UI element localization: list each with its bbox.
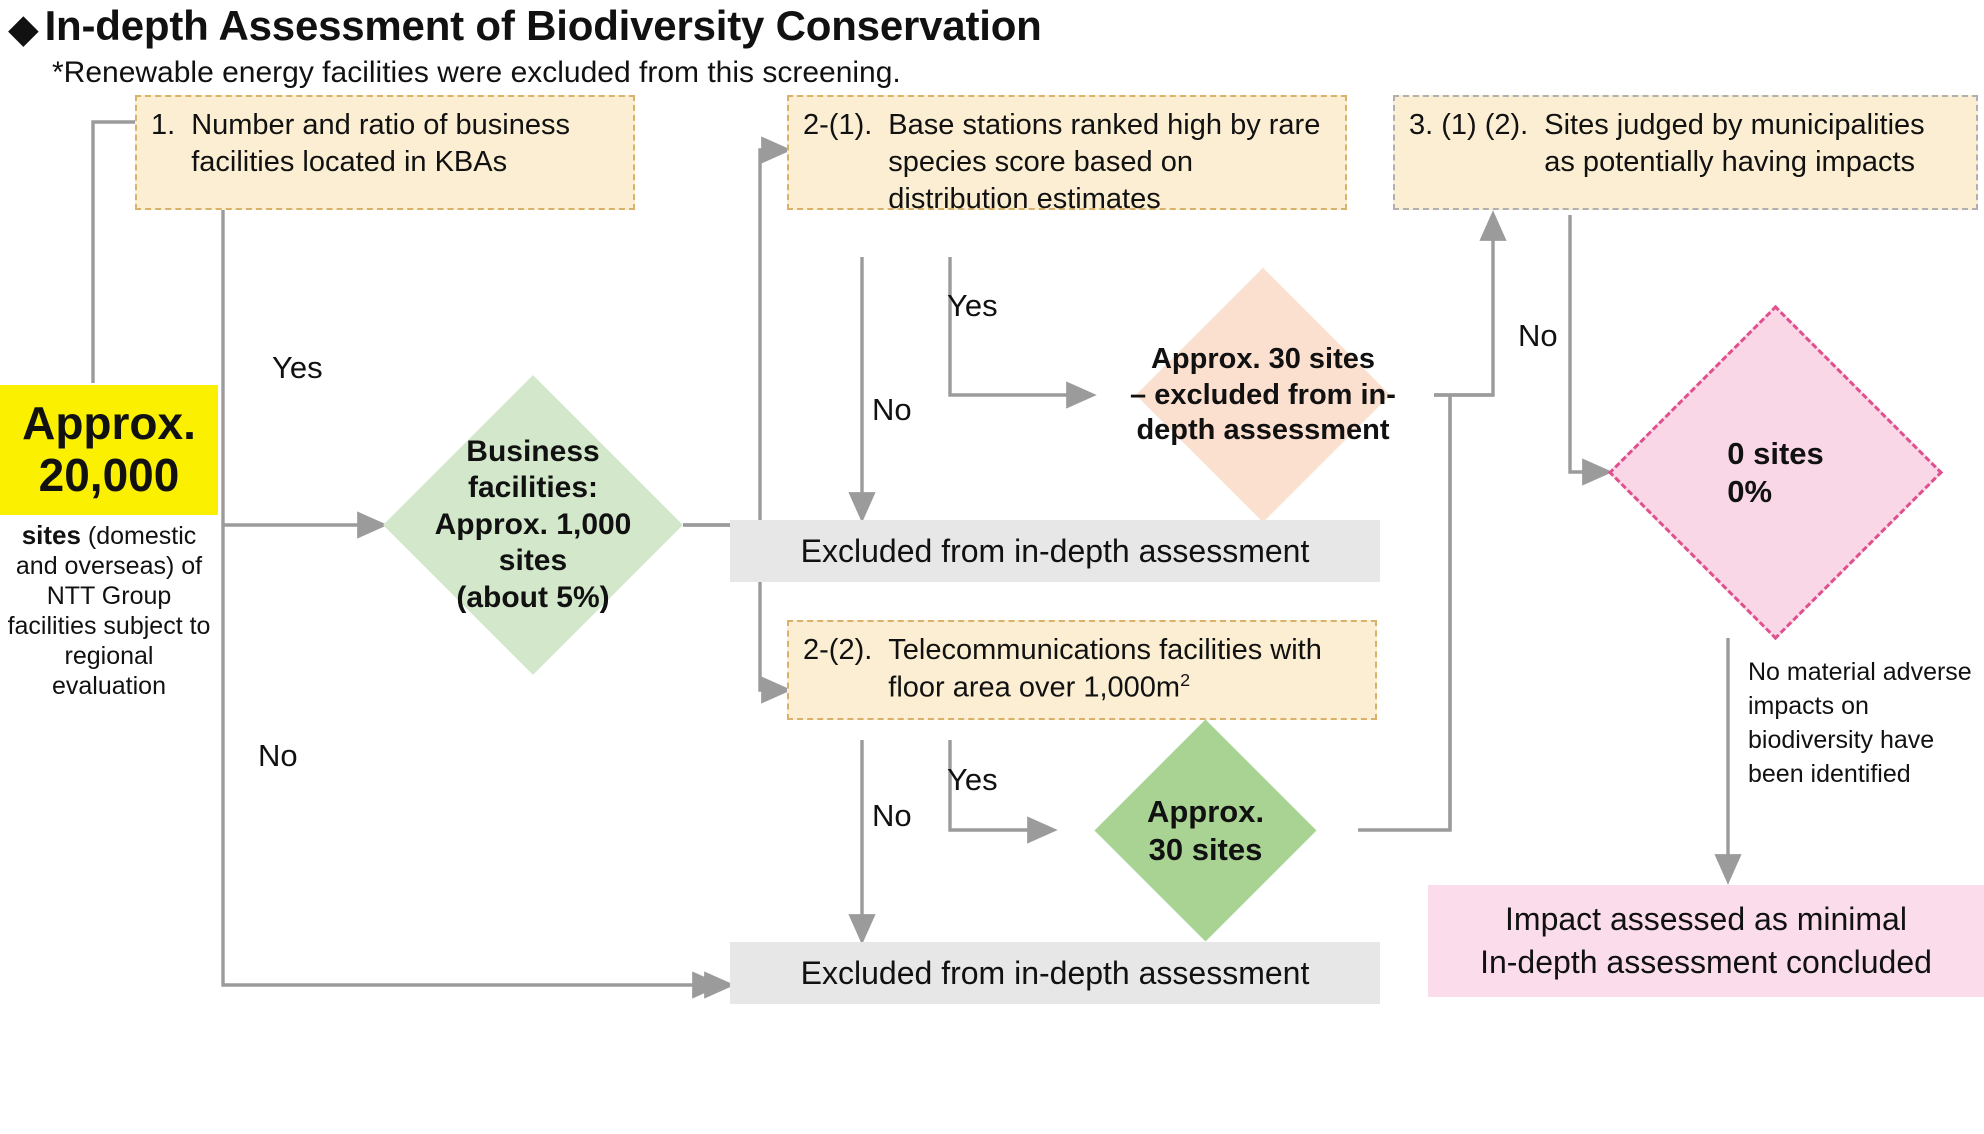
step-1-number: 1.: [151, 109, 176, 141]
zero-sites-line1: 0 sites: [1727, 435, 1824, 471]
excluded-lower-label: Excluded from in-depth assessment: [800, 954, 1310, 991]
step-2-1-box[interactable]: 2-(1). Base stations ranked high by rare…: [787, 95, 1347, 215]
start-highlight-box: Approx. 20,000: [0, 385, 218, 515]
start-caption: sites (domestic and overseas) of NTT Gro…: [6, 520, 212, 701]
step-2-2-number: 2-(2).: [803, 634, 873, 666]
approx-30-line1: Approx.: [1146, 794, 1265, 830]
start-line-2: 20,000: [38, 449, 180, 501]
decision-zero-sites-label: 0 sites 0%: [1608, 305, 1943, 640]
conclusion-line-1: Impact assessed as minimal: [1505, 901, 1907, 938]
page-subtitle: *Renewable energy facilities were exclud…: [52, 56, 901, 89]
step-2-2-box[interactable]: 2-(2). Telecommunications facilities wit…: [787, 620, 1377, 720]
edge-label-step3-no: No: [1518, 318, 1558, 353]
start-caption-bold: sites: [21, 520, 81, 550]
start-caption-rest: (domestic and overseas) of NTT Group fac…: [7, 522, 211, 701]
edge-label-step1-yes: Yes: [272, 350, 323, 385]
edge-label-step2-2-yes: Yes: [947, 762, 998, 797]
decision-zero-sites[interactable]: 0 sites 0%: [1607, 304, 1944, 641]
zero-sites-line2: 0%: [1727, 473, 1773, 509]
edge-label-step2-1-no: No: [872, 392, 912, 427]
page-title-text: In-depth Assessment of Biodiversity Cons…: [44, 2, 1042, 49]
excluded-upper-label: Excluded from in-depth assessment: [800, 532, 1310, 569]
decision-approx-30-excluded-label: Approx. 30 sites– excluded from in-depth…: [1130, 343, 1396, 447]
conclusion-line-2: In-depth assessment concluded: [1480, 944, 1932, 980]
step-1-box[interactable]: 1. Number and ratio of business faciliti…: [135, 95, 635, 210]
start-line-1: Approx.: [22, 397, 196, 450]
edge-label-step2-1-yes: Yes: [947, 288, 998, 323]
decision-approx-30-excluded[interactable]: Approx. 30 sites– excluded from in-depth…: [1092, 267, 1434, 523]
side-note: No material adverse impacts on biodivers…: [1748, 658, 1972, 788]
page-title: ◆In-depth Assessment of Biodiversity Con…: [8, 2, 1042, 52]
step-2-1-text: Base stations ranked high by rare specie…: [888, 109, 1321, 216]
step-2-2-text: Telecommunications facilities with floor…: [888, 634, 1322, 704]
step-1-text: Number and ratio of business facilities …: [191, 109, 570, 179]
approx-30-line2: 30 sites: [1148, 832, 1263, 867]
step-3-number: 3. (1) (2).: [1409, 109, 1529, 141]
step-3-text: Sites judged by municipalities as potent…: [1544, 109, 1925, 179]
diamond-bullet-icon: ◆: [8, 7, 39, 51]
conclusion-box: Impact assessed as minimal In-depth asse…: [1428, 885, 1984, 997]
excluded-lower-box: Excluded from in-depth assessment: [730, 942, 1380, 1004]
step-2-1-number: 2-(1).: [803, 109, 873, 141]
step-3-box[interactable]: 3. (1) (2). Sites judged by municipaliti…: [1393, 95, 1978, 210]
edge-label-step1-no: No: [258, 738, 298, 773]
square-meter-superscript: 2: [1180, 670, 1191, 691]
edge-label-step2-2-no: No: [872, 798, 912, 833]
excluded-upper-box: Excluded from in-depth assessment: [730, 520, 1380, 582]
decision-approx-30-sites[interactable]: Approx. 30 sites: [1053, 719, 1358, 942]
decision-approx-30-sites-label: Approx. 30 sites: [1053, 720, 1358, 942]
